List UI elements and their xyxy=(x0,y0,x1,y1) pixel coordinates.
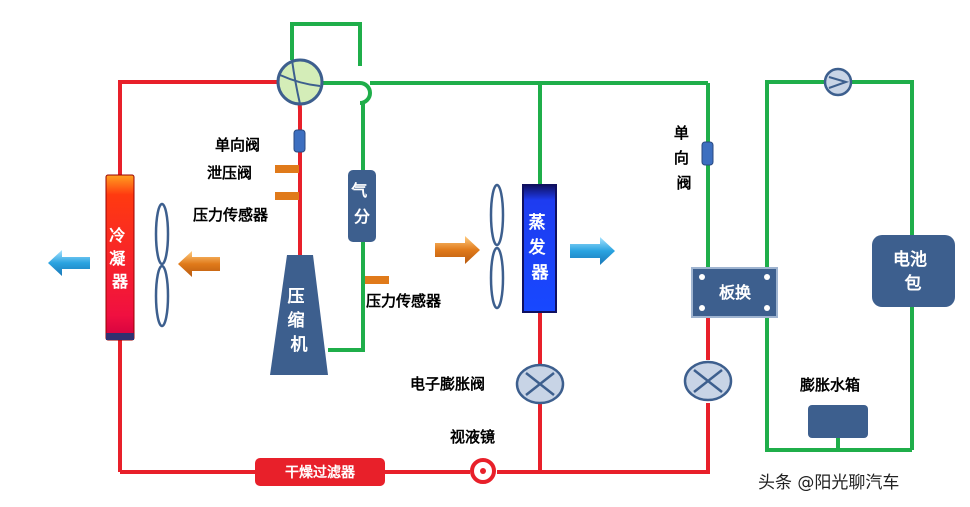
evaporator-label-3: 器 xyxy=(531,263,550,283)
compressor-label-1: 压 xyxy=(288,287,305,307)
expansion-valve-left-icon xyxy=(515,363,565,405)
airflow-arrow-left-blue xyxy=(48,250,90,276)
svg-text:单 向 阀: 单 向 阀 xyxy=(674,124,694,192)
svg-text:蒸 发 器: 蒸 发 器 xyxy=(528,213,552,283)
drier-filter-label: 干燥过滤器 xyxy=(285,464,356,481)
relief-valve-label: 泄压阀 xyxy=(207,164,252,182)
battery-pack xyxy=(872,235,955,307)
check-valve-left-label: 单向阀 xyxy=(215,136,260,154)
middle-fan-icon xyxy=(489,183,505,310)
airflow-arrow-right-blue xyxy=(570,237,615,265)
pressure-sensor-left-marker xyxy=(275,192,299,200)
condenser-label-2: 凝 xyxy=(109,249,126,268)
left-fan-icon xyxy=(154,202,170,328)
relief-valve-marker xyxy=(275,165,299,173)
water-pump-icon xyxy=(823,67,853,97)
gas-separator-label-1: 气 xyxy=(350,181,367,200)
gas-separator xyxy=(348,170,376,242)
compressor-label-2: 缩 xyxy=(288,310,305,331)
airflow-arrow-middle-orange xyxy=(435,236,480,264)
expansion-valve-right-icon xyxy=(683,360,733,402)
expansion-valve-label: 电子膨胀阀 xyxy=(410,375,485,393)
plate-hx-label: 板换 xyxy=(719,283,752,302)
red-lines xyxy=(118,80,710,474)
evaporator xyxy=(522,184,557,313)
pressure-sensor-right-marker xyxy=(365,276,389,284)
pressure-sensor-left-label: 压力传感器 xyxy=(193,206,269,224)
battery-label-1: 电池 xyxy=(893,249,927,270)
watermark: 头条 @阳光聊汽车 xyxy=(758,473,899,493)
drier-filter xyxy=(255,458,385,486)
expansion-tank xyxy=(808,405,868,438)
gas-separator-label-2: 分 xyxy=(354,207,370,226)
compressor-label-3: 机 xyxy=(291,334,308,355)
battery-label-2: 包 xyxy=(905,273,922,294)
check-valve-right-label-2: 向 xyxy=(674,149,689,167)
compressor xyxy=(270,255,328,375)
condenser-label-3: 器 xyxy=(111,272,129,291)
svg-text:冷 凝 器: 冷 凝 器 xyxy=(109,226,131,291)
svg-text:压 缩 机: 压 缩 机 xyxy=(288,287,311,355)
svg-text:气 分: 气 分 xyxy=(350,181,373,226)
airflow-arrow-left-orange xyxy=(178,251,220,277)
check-valve-left-icon xyxy=(293,129,306,153)
svg-text:电池 包: 电池 包 xyxy=(893,249,933,294)
check-valve-right-label-1: 单 xyxy=(674,124,689,142)
sight-glass-label: 视液镜 xyxy=(450,428,495,446)
green-lines xyxy=(290,22,914,452)
plate-hx-bolts xyxy=(699,274,770,311)
plate-heat-exchanger xyxy=(691,267,778,318)
expansion-tank-label: 膨胀水箱 xyxy=(800,376,860,394)
pressure-sensor-right-label: 压力传感器 xyxy=(366,292,442,310)
check-valve-right-icon xyxy=(701,141,714,166)
evaporator-label-2: 发 xyxy=(528,237,547,258)
check-valve-right-label-3: 阀 xyxy=(676,174,691,192)
condenser-label-1: 冷 xyxy=(109,226,125,245)
evaporator-label-1: 蒸 xyxy=(529,213,546,233)
